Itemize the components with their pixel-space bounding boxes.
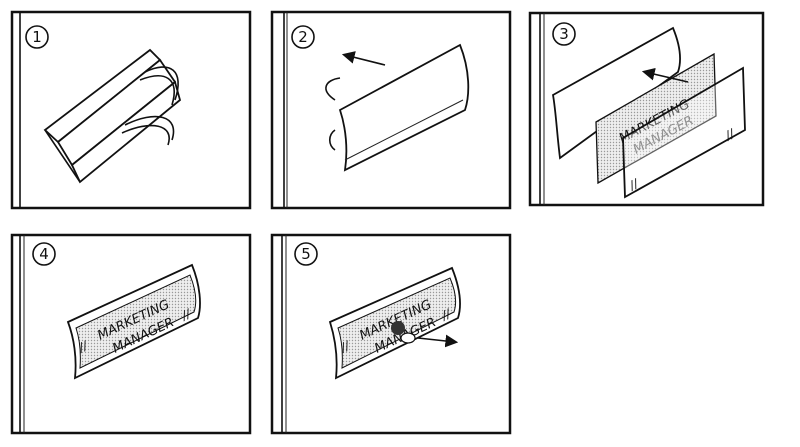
sign-holder [552,26,681,160]
arrow-icon [417,334,459,348]
step-number: 1 [32,28,42,46]
step-1-panel: 1 [10,10,252,210]
step-5-panel: 5 MARKETING MANAGER // // [270,233,512,435]
step-number: 4 [39,245,49,263]
step-number-circle [25,25,49,49]
step-3-panel: 3 MARKETING MANAGER // // [528,11,765,207]
step-2-panel: 2 [270,10,512,210]
clear-cover [622,66,746,199]
tape-strip [144,66,179,101]
step-4-panel: 4 MARKETING MANAGER // // [10,233,252,435]
sign-holder [338,43,470,172]
peel-arrow [325,77,341,101]
step-number: 2 [298,28,308,46]
arrow-icon [641,67,689,83]
step-number: 3 [559,25,569,43]
sign-holder-back [43,48,182,184]
step-number: 5 [301,245,311,263]
finger-icon [391,321,405,335]
arrow-icon [341,51,386,66]
tape-strip [124,115,175,141]
